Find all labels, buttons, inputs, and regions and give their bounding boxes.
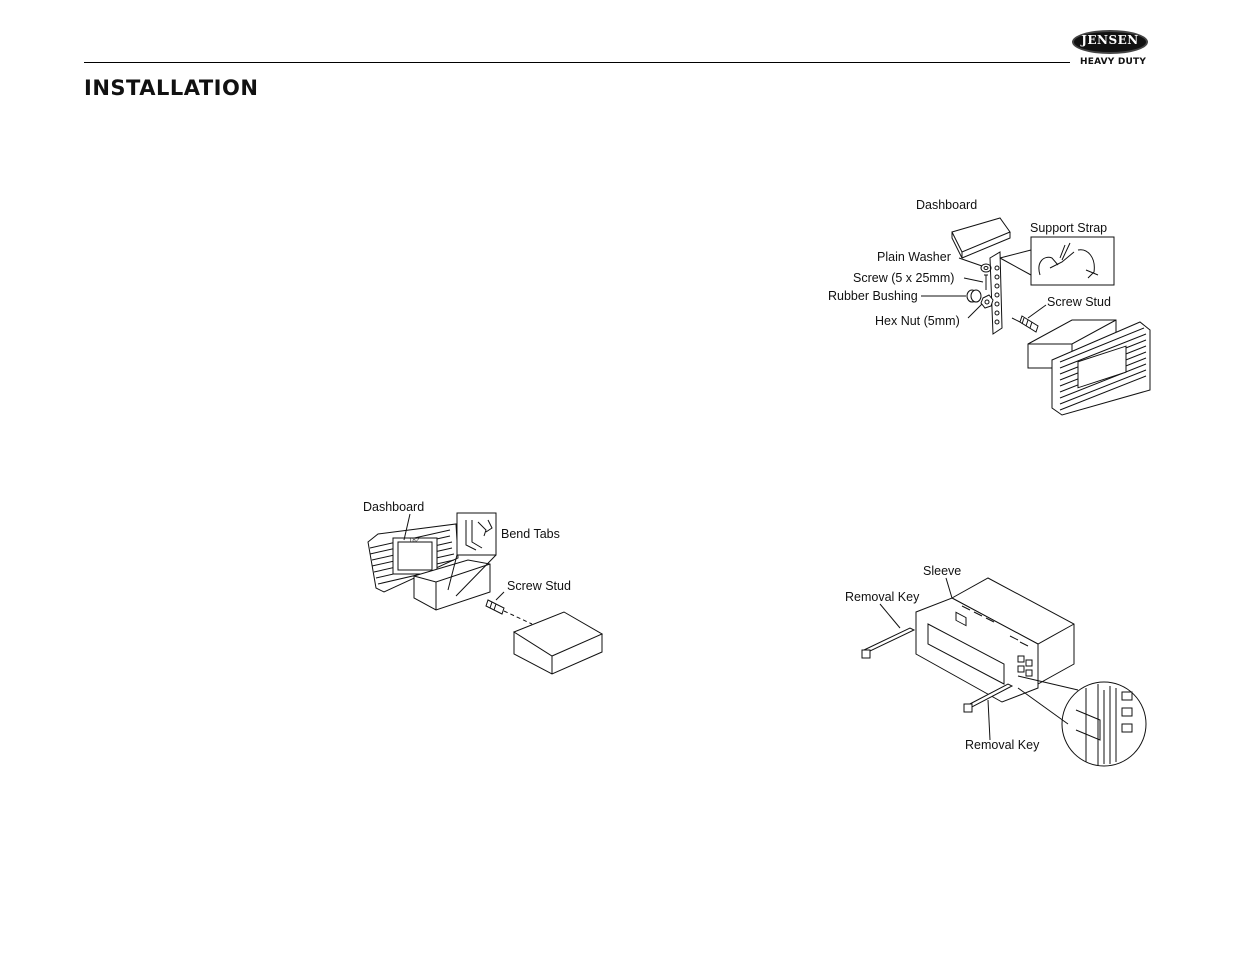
label-screw-stud: Screw Stud (1047, 295, 1111, 309)
label-hex-nut: Hex Nut (5mm) (875, 314, 960, 328)
logo-tagline: HEAVY DUTY (1080, 57, 1147, 67)
label-screw-stud-tabs: Screw Stud (507, 579, 571, 593)
label-plain-washer: Plain Washer (877, 250, 951, 264)
jensen-logo: JENSEN HEAVY DUTY (1072, 30, 1152, 70)
label-sleeve: Sleeve (923, 564, 962, 578)
label-removal-key-bottom: Removal Key (965, 738, 1040, 752)
logo-brand: JENSEN (1081, 33, 1139, 47)
label-dashboard-tabs: Dashboard (363, 500, 425, 514)
label-screw: Screw (5 x 25mm) (853, 271, 955, 285)
label-bend-tabs: Bend Tabs (501, 527, 560, 541)
label-support-strap: Support Strap (1030, 221, 1108, 235)
label-rubber-bushing: Rubber Bushing (828, 289, 918, 303)
label-dimension: 182 (409, 538, 420, 544)
header-rule (84, 62, 1070, 63)
label-dashboard: Dashboard (916, 198, 978, 212)
page-title: INSTALLATION (84, 76, 259, 100)
logo-oval (1072, 30, 1148, 54)
label-removal-key-top: Removal Key (845, 590, 920, 604)
